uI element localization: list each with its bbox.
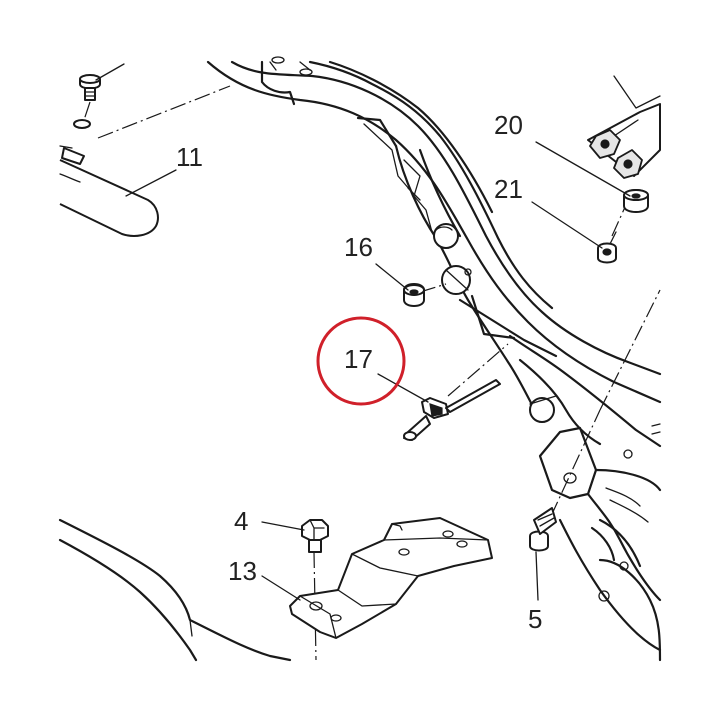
part-17-cable-tie <box>403 379 501 441</box>
label-part-5: 5 <box>528 604 542 634</box>
main-frame <box>206 56 662 404</box>
part-20-nut-collar <box>589 129 649 213</box>
part-11-plate <box>59 145 159 237</box>
label-part-21: 21 <box>494 174 523 204</box>
label-part-20: 20 <box>494 110 523 140</box>
part-13-bracket <box>289 517 493 639</box>
label-part-16: 16 <box>344 232 373 262</box>
label-part-4: 4 <box>234 506 248 536</box>
part-5-bolt <box>529 507 557 601</box>
part-16-grommet <box>403 283 425 307</box>
leader-lines <box>95 63 631 601</box>
lower-right-bracket <box>538 423 662 662</box>
lower-panel <box>58 518 292 662</box>
part-4-bolt <box>301 519 329 553</box>
label-part-13: 13 <box>228 556 257 586</box>
frame-down-tube <box>394 144 662 448</box>
label-part-11: 11 <box>176 142 203 172</box>
screw-top-left <box>73 74 101 129</box>
label-part-17: 17 <box>344 344 373 374</box>
highlight-circle <box>316 316 406 406</box>
